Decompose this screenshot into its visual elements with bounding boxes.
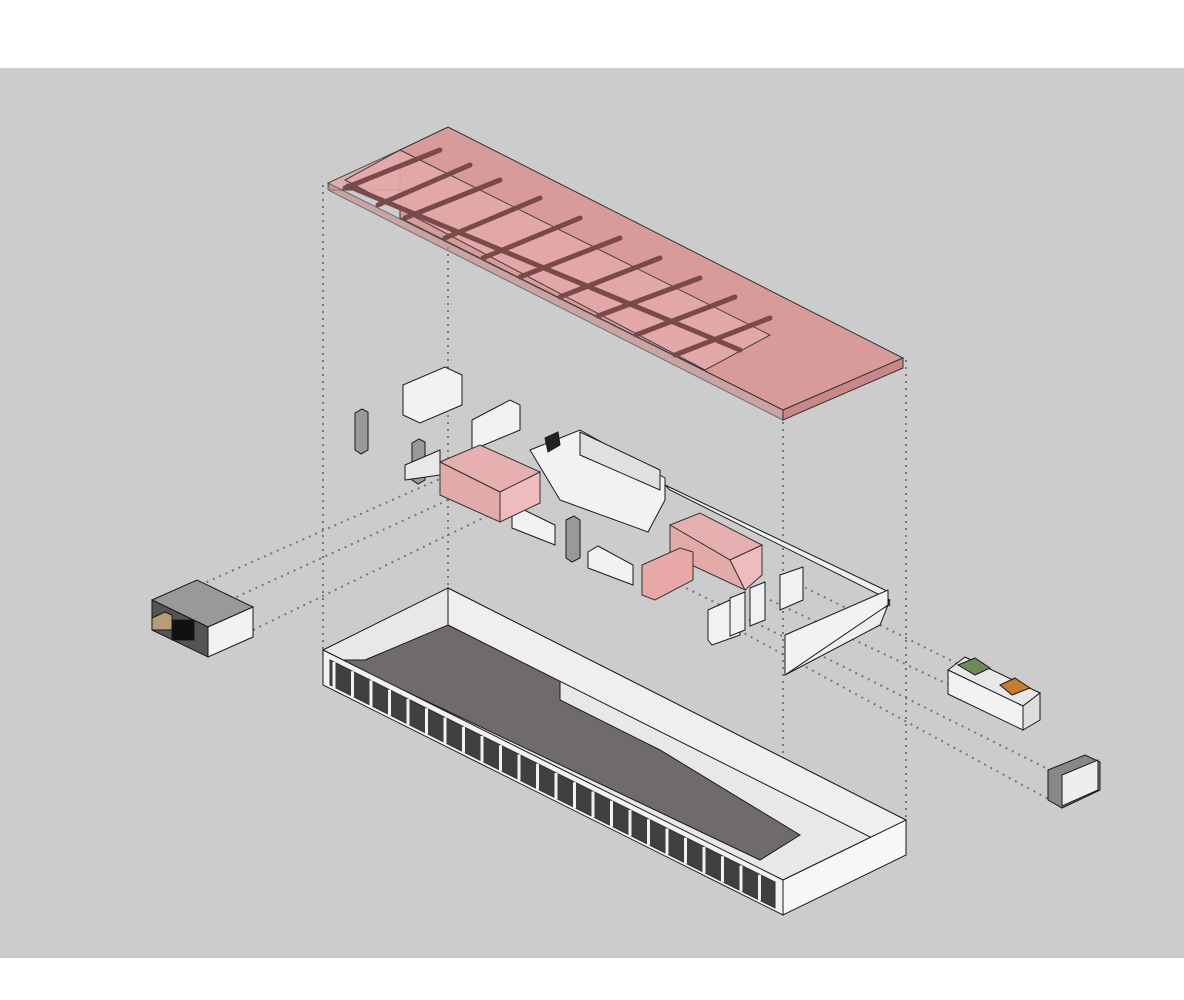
interior-elements xyxy=(354,366,891,676)
left-kiosk-module xyxy=(150,579,255,658)
projection-lines xyxy=(199,128,1051,880)
right-modules xyxy=(947,656,1101,809)
facade-windows xyxy=(329,659,776,909)
ground-floor-shell xyxy=(321,587,908,916)
pink-volumes xyxy=(438,444,764,601)
roof-slab xyxy=(327,126,905,421)
roof-beams xyxy=(342,147,773,358)
